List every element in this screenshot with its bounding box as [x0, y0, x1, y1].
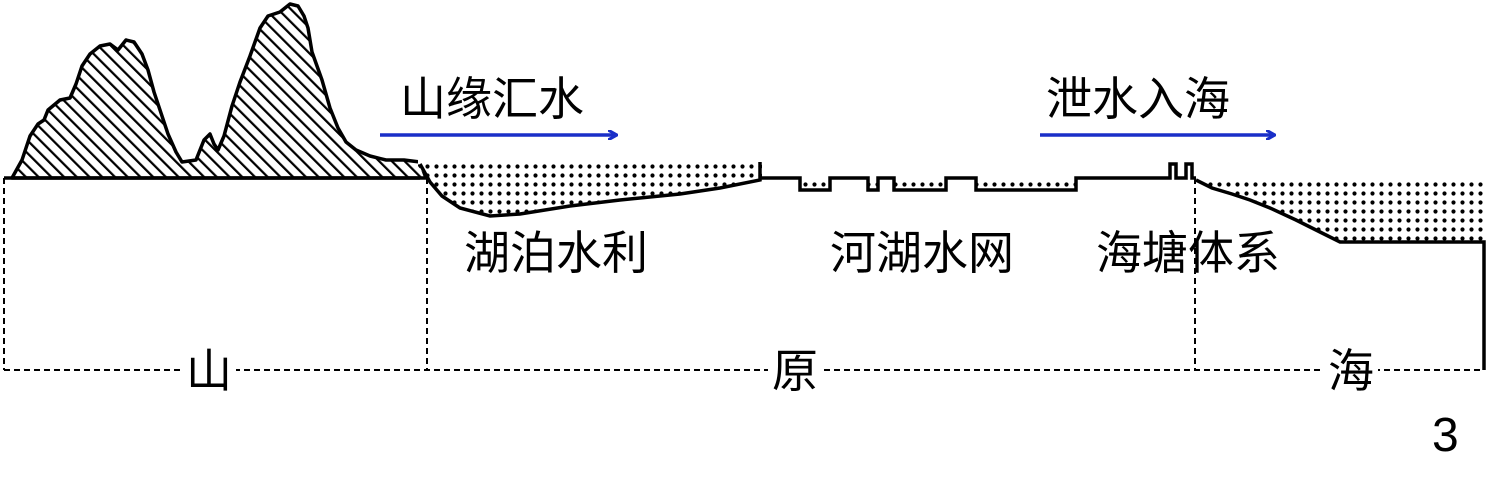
lake-water — [418, 160, 762, 216]
zone-boundaries — [3, 178, 1485, 371]
canal-3 — [894, 178, 946, 190]
seawall-label: 海塘体系 — [1096, 226, 1280, 280]
seabed-line — [1195, 178, 1486, 370]
sea-water — [1196, 178, 1484, 242]
zone-sea-label: 海 — [1324, 348, 1378, 394]
zone-plain-label: 原 — [768, 348, 822, 394]
canal-4 — [976, 178, 1076, 190]
canal-2 — [868, 178, 878, 190]
zone-mountain-label: 山 — [182, 348, 236, 394]
canal-1 — [800, 178, 830, 190]
outflow-label: 泄水入海 — [1046, 72, 1230, 126]
lake-label: 湖泊水利 — [464, 226, 648, 280]
mountain-terrain — [10, 2, 428, 180]
inflow-label: 山缘汇水 — [400, 72, 584, 126]
river-network-label: 河湖水网 — [830, 226, 1014, 280]
plain-ground-line — [760, 162, 1196, 192]
lake-bed-line — [418, 162, 762, 218]
page-number: 3 — [1432, 409, 1459, 462]
